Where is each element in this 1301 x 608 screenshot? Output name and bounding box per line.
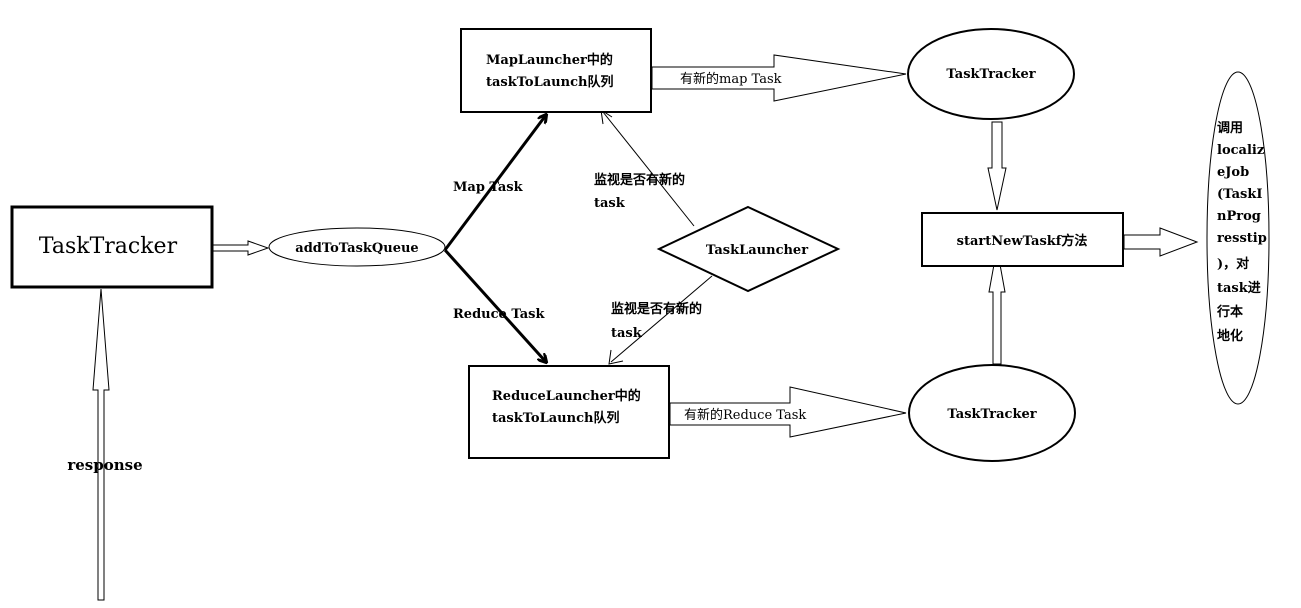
localize-line-2: localiz — [1217, 143, 1264, 158]
new-reduce-task-label: 有新的Reduce Task — [684, 407, 806, 423]
task-tracker-top-label: TaskTracker — [946, 67, 1035, 82]
localize-job-label: 调用 localiz eJob (TaskI nProg resstip )，对… — [1216, 121, 1267, 344]
localize-line-8: task进 — [1217, 281, 1261, 296]
task-launcher-label: TaskLauncher — [706, 243, 808, 258]
localize-line-3: eJob — [1217, 165, 1249, 180]
task-tracker-bottom-label: TaskTracker — [947, 407, 1036, 422]
task-launcher-diamond — [656, 205, 841, 293]
localize-line-4: (TaskI — [1217, 187, 1262, 202]
top-tracker-to-start-arrow — [987, 121, 1007, 211]
reduce-launcher-label-1: ReduceLauncher中的 — [492, 388, 641, 404]
reduce-launcher-box — [468, 365, 670, 459]
task-tracker-top-node — [907, 28, 1075, 120]
task-tracker-left-label: TaskTracker — [39, 234, 178, 259]
start-new-task-label: startNewTaskf方法 — [957, 233, 1088, 249]
watch-reduce-label-1: 监视是否有新的 — [611, 301, 702, 317]
new-map-task-label: 有新的map Task — [680, 71, 782, 87]
localize-line-7: )，对 — [1217, 256, 1249, 272]
localize-line-9: 行本 — [1216, 304, 1243, 320]
map-launcher-box — [460, 28, 652, 113]
queue-to-reduce-arrow — [443, 248, 546, 362]
map-launcher-label-1: MapLauncher中的 — [486, 52, 613, 68]
reduce-launcher-label-2: taskToLaunch队列 — [492, 410, 619, 426]
tracker-to-queue-arrow — [212, 240, 270, 256]
launcher-watch-map-arrow — [602, 111, 695, 227]
localize-line-5: nProg — [1217, 209, 1261, 224]
watch-reduce-label-2: task — [611, 326, 643, 341]
response-arrow — [92, 288, 110, 601]
reduce-task-label: Reduce Task — [453, 307, 546, 322]
response-label: response — [67, 456, 142, 474]
reduce-to-tracker-arrow — [669, 386, 907, 438]
queue-to-map-arrow — [443, 115, 546, 251]
watch-map-label-1: 监视是否有新的 — [594, 172, 685, 188]
localize-job-node — [1206, 71, 1270, 405]
add-to-task-queue-label: addToTaskQueue — [295, 241, 418, 256]
launcher-watch-reduce-arrow — [610, 275, 713, 363]
start-to-localize-arrow — [1123, 227, 1199, 257]
task-tracker-left-box — [10, 205, 214, 289]
bottom-tracker-to-start-arrow — [988, 247, 1006, 365]
map-launcher-label-2: taskToLaunch队列 — [486, 74, 613, 90]
map-task-label: Map Task — [453, 180, 524, 195]
localize-line-6: resstip — [1217, 231, 1267, 246]
map-to-tracker-arrow — [651, 54, 907, 102]
add-to-task-queue-node — [268, 227, 446, 267]
launcher-watch-reduce-head — [608, 349, 624, 365]
task-tracker-bottom-node — [908, 364, 1076, 462]
watch-map-label-2: task — [594, 196, 626, 211]
localize-line-10: 地化 — [1217, 328, 1243, 344]
localize-line-1: 调用 — [1217, 121, 1243, 136]
start-new-task-box — [921, 212, 1124, 267]
